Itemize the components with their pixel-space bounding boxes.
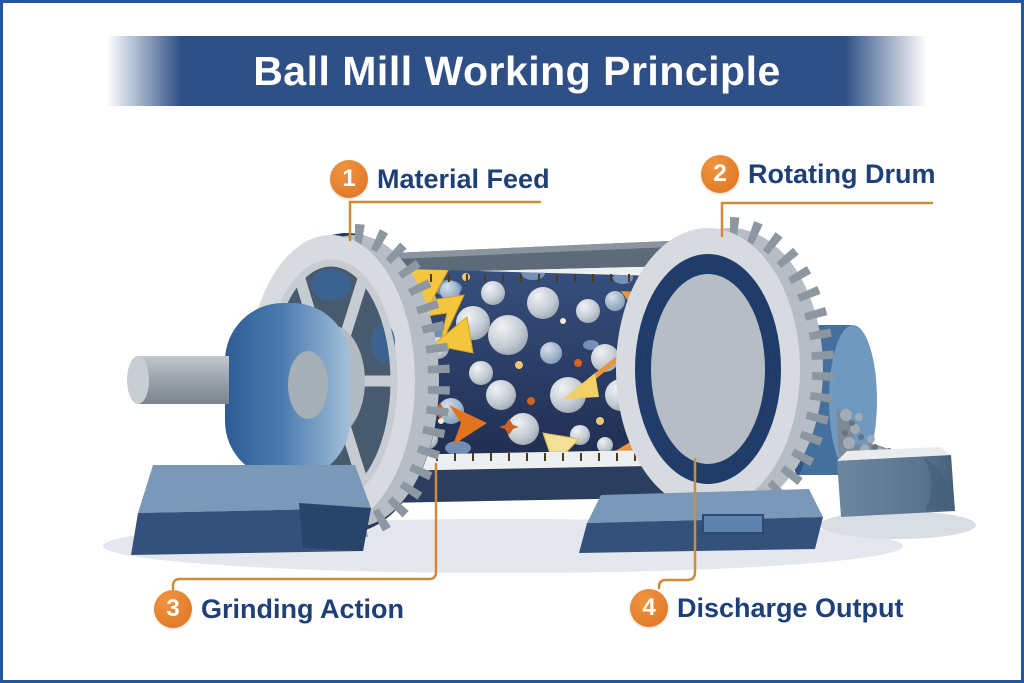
callout-4-label: Discharge Output — [677, 592, 904, 623]
page-title: Ball Mill Working Principle — [253, 47, 781, 94]
discharge-chute — [836, 408, 955, 517]
gear-teeth — [354, 224, 450, 538]
rotating-drum-shell — [381, 239, 717, 503]
callout-2-label: Rotating Drum — [748, 158, 936, 189]
callout-1-label: Material Feed — [377, 163, 550, 194]
callout-material-feed: 1 Material Feed — [330, 160, 550, 198]
callout-3-badge: 3 — [154, 590, 192, 628]
callout-grinding-action: 3 Grinding Action — [154, 590, 404, 628]
collection-bin — [837, 455, 955, 517]
right-ring-gear — [616, 217, 834, 521]
drive-shaft — [127, 356, 229, 404]
callout-rotating-drum: 2 Rotating Drum — [701, 155, 935, 193]
connector-line-2 — [720, 201, 934, 238]
left-base — [131, 465, 371, 555]
callout-3-label: Grinding Action — [201, 593, 404, 624]
right-base — [579, 489, 823, 553]
gear-teeth — [729, 217, 834, 521]
connector-line-4 — [657, 457, 697, 590]
bin-rim — [837, 447, 951, 461]
connector-line-3 — [171, 462, 438, 591]
motor-pedestal — [225, 303, 350, 479]
callout-4-badge: 4 — [630, 589, 668, 627]
callout-2-badge: 2 — [701, 155, 739, 193]
callout-discharge-output: 4 Discharge Output — [630, 589, 904, 627]
shaft-coupling — [288, 351, 328, 419]
callout-1-badge: 1 — [330, 160, 368, 198]
bin-shadow — [820, 511, 976, 539]
title-banner: Ball Mill Working Principle — [107, 36, 927, 106]
connector-line-1 — [348, 200, 542, 242]
ball-mill-illustration — [103, 200, 976, 591]
